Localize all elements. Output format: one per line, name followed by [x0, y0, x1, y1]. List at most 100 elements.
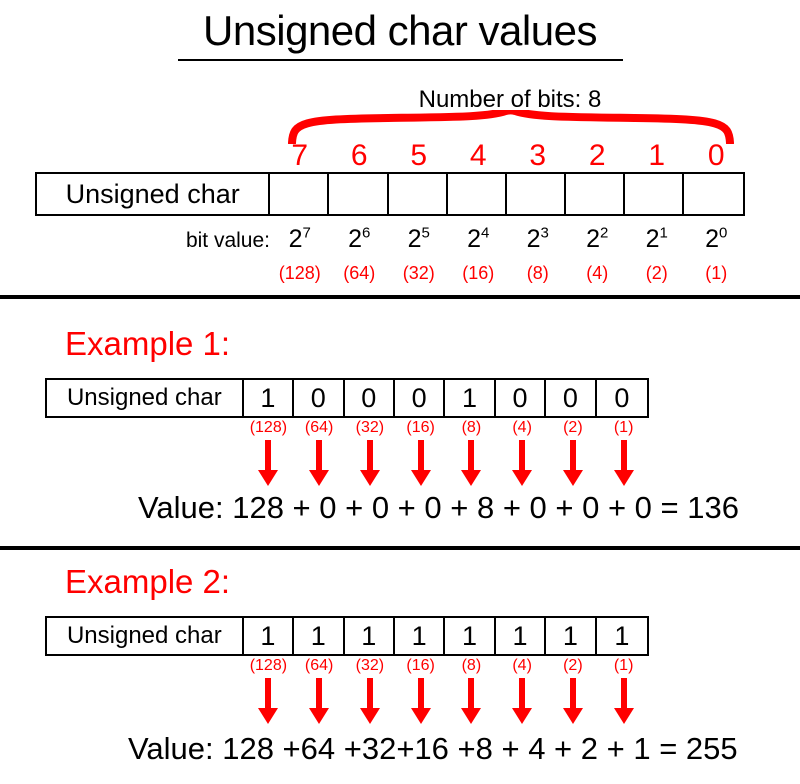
arrow-slot: [243, 678, 294, 726]
title-underline: [178, 59, 623, 61]
bit-cell-2[interactable]: [566, 174, 625, 214]
down-arrow-icon: [258, 440, 279, 486]
decimal-value-2: (2): [563, 419, 583, 436]
down-arrow-icon: [258, 678, 279, 724]
power-base: 2: [526, 225, 541, 253]
power-base: 2: [586, 225, 601, 253]
power-exponent: 5: [421, 224, 430, 242]
example-2-bit-7[interactable]: 1: [244, 618, 295, 654]
decimal-value-row: (128) (64) (32) (16) (8) (4) (2) (1): [240, 262, 746, 284]
table-row-label: Unsigned char: [47, 380, 244, 416]
power-cell-2: 22: [568, 224, 628, 254]
decimal-value-8: (8): [461, 657, 482, 674]
decimal-value-1: (1): [613, 419, 634, 436]
arrow-slot: [497, 440, 548, 488]
power-cell-5: 25: [389, 224, 449, 254]
bit-cell-7[interactable]: [270, 174, 330, 214]
bit-cell-6[interactable]: [329, 174, 389, 214]
arrow-slot: [446, 678, 497, 726]
bit-cell-3[interactable]: [507, 174, 566, 214]
power-of-two-row: 27 26 25 24 23 22 21 20: [240, 224, 746, 254]
power-base: 2: [467, 225, 482, 253]
example-1-bit-table: Unsigned char 1 0 0 0 1 0 0 0: [45, 378, 649, 418]
section-divider-2: [0, 546, 800, 550]
bit-cell-1[interactable]: [625, 174, 684, 214]
down-arrow-icon: [512, 440, 533, 486]
bit-value-label: bit value:: [185, 229, 270, 252]
example-1-bit-1[interactable]: 0: [546, 380, 597, 416]
decimal-value-64: (64): [343, 263, 376, 283]
example-2-heading: Example 2:: [65, 563, 231, 600]
arrow-slot: [294, 440, 345, 488]
down-arrow-icon: [410, 678, 431, 724]
power-cell-6: 26: [330, 224, 390, 254]
bit-cell-4[interactable]: [448, 174, 507, 214]
down-arrow-icon: [309, 678, 330, 724]
power-cell-1: 21: [627, 224, 687, 254]
example-1-bit-4[interactable]: 0: [395, 380, 446, 416]
example-2-bit-0[interactable]: 1: [614, 620, 630, 651]
row-spacer: [240, 224, 270, 254]
down-arrow-icon: [359, 678, 380, 724]
power-cell-7: 27: [270, 224, 330, 254]
unsigned-char-bit-table: Unsigned char: [35, 172, 745, 216]
example-2-arrow-row: [243, 678, 649, 726]
example-2-bit-1[interactable]: 1: [546, 618, 597, 654]
power-cell-3: 23: [508, 224, 568, 254]
decimal-value-4: (4): [586, 263, 609, 283]
power-exponent: 1: [659, 224, 668, 242]
arrow-slot: [294, 678, 345, 726]
arrow-slot: [548, 440, 599, 488]
example-2-bit-6[interactable]: 1: [294, 618, 345, 654]
power-cell-0: 20: [687, 224, 747, 254]
power-cell-4: 24: [449, 224, 509, 254]
bit-number-row: 7 6 5 4 3 2 1 0: [240, 140, 746, 172]
arrow-slot: [395, 678, 446, 726]
decimal-value-1: (1): [613, 657, 634, 674]
bit-cell-5[interactable]: [389, 174, 448, 214]
row-spacer: [240, 262, 270, 284]
example-1-bit-0[interactable]: 0: [614, 382, 630, 413]
decimal-value-8: (8): [526, 263, 549, 283]
arrow-slot: [497, 678, 548, 726]
power-exponent: 6: [362, 224, 371, 242]
row-spacer: [240, 140, 270, 172]
bit-number-3: 3: [529, 139, 547, 172]
example-2-bit-5[interactable]: 1: [345, 618, 395, 654]
example-1-heading: Example 1:: [65, 325, 231, 362]
down-arrow-icon: [359, 440, 380, 486]
bit-number-6: 6: [350, 139, 368, 172]
power-base: 2: [348, 225, 363, 253]
example-2-bit-2[interactable]: 1: [496, 618, 547, 654]
decimal-value-1: (1): [705, 263, 728, 283]
arrow-slot: [345, 678, 396, 726]
arrow-slot: [598, 678, 649, 726]
power-base: 2: [645, 225, 660, 253]
down-arrow-icon: [562, 678, 583, 724]
example-1-bit-7[interactable]: 1: [244, 380, 295, 416]
decimal-value-128: (128): [249, 419, 288, 436]
example-2-decimal-row: (128) (64) (32) (16) (8) (4) (2) (1): [243, 656, 649, 676]
example-1-decimal-row: (128) (64) (32) (16) (8) (4) (2) (1): [243, 418, 649, 438]
example-1-bit-5[interactable]: 0: [345, 380, 395, 416]
example-1-bit-2[interactable]: 0: [496, 380, 547, 416]
bit-number-7: 7: [291, 139, 309, 172]
bit-cell-0[interactable]: [684, 174, 743, 214]
down-arrow-icon: [461, 440, 482, 486]
decimal-value-64: (64): [304, 419, 334, 436]
example-1-bit-3[interactable]: 1: [445, 380, 496, 416]
down-arrow-icon: [613, 440, 634, 486]
example-2-bit-table: Unsigned char 1 1 1 1 1 1 1 1: [45, 616, 649, 656]
decimal-value-4: (4): [512, 657, 532, 674]
decimal-value-2: (2): [563, 657, 583, 674]
section-divider-1: [0, 295, 800, 299]
down-arrow-icon: [410, 440, 431, 486]
example-1-bit-6[interactable]: 0: [294, 380, 345, 416]
down-arrow-icon: [512, 678, 533, 724]
example-2-value-equation: Value: 128 +64 +32+16 +8 + 4 + 2 + 1 = 2…: [128, 731, 738, 766]
decimal-value-128: (128): [249, 657, 288, 674]
table-row-label: Unsigned char: [37, 174, 271, 214]
arrow-slot: [548, 678, 599, 726]
example-2-bit-4[interactable]: 1: [395, 618, 446, 654]
example-2-bit-3[interactable]: 1: [445, 618, 496, 654]
